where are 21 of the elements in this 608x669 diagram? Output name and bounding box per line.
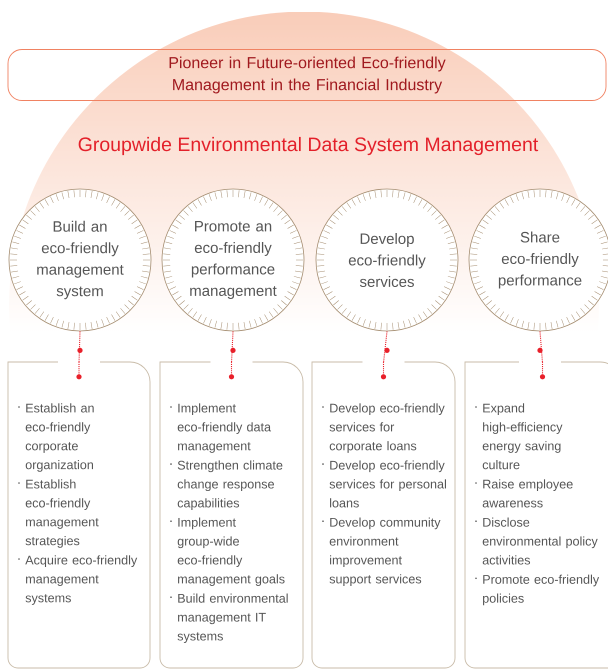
dotted-connector [78,331,81,363]
dotted-connector [382,331,388,363]
banner-box: Pioneer in Future-oriented Eco-friendly Management in the Financial Industry [8,49,606,101]
bullet-item: Raise employee awareness [475,479,573,508]
bullet-item: Establish eco-friendly management strategies [18,479,99,548]
node-label: Share eco-friendly performance [498,232,582,288]
bullet-item: Acquire eco-friendly management systems [18,555,138,605]
bullet-item: Implement group-wide eco-friendly management goals [170,518,285,586]
bullet-item: Strengthen climate change response capabilities [170,460,282,510]
dotted-connector [230,331,234,363]
heading: Groupwide Environmental Data System Management [78,136,538,156]
bullet-item: Develop eco-friendly services for personal loans [322,460,446,508]
bullet-item: Develop eco-friendly services for corporate loans [322,403,445,453]
bullet-item: Build environmental management IT systems [170,594,288,644]
bullet-item: Establish an eco-friendly corporate organization [18,403,94,472]
bullet-item: Disclose environmental policy activities [475,518,598,565]
bullet-item: Expand high-efficiency energy saving culture [475,403,562,470]
bullet-item: Implement eco-friendly data management [170,403,272,453]
dotted-connector [539,331,544,363]
bullet-item: Promote eco-friendly policies [475,574,600,606]
bullet-item: Develop community environment improvement support services [322,518,440,586]
